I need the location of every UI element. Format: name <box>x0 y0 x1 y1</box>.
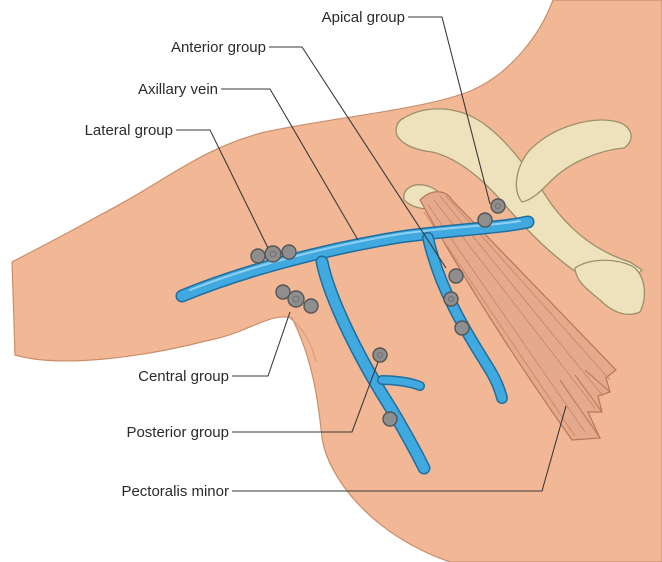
shoulder-body <box>12 0 662 562</box>
posterior-group-label: Posterior group <box>126 424 229 441</box>
lateral-group-label: Lateral group <box>85 122 173 139</box>
pectoralis-minor-label: Pectoralis minor <box>121 483 229 500</box>
anterior-group-label: Anterior group <box>171 39 266 56</box>
apical-group-label: Apical group <box>322 9 405 26</box>
axillary-vein-label: Axillary vein <box>138 81 218 98</box>
central-group-label: Central group <box>138 368 229 385</box>
